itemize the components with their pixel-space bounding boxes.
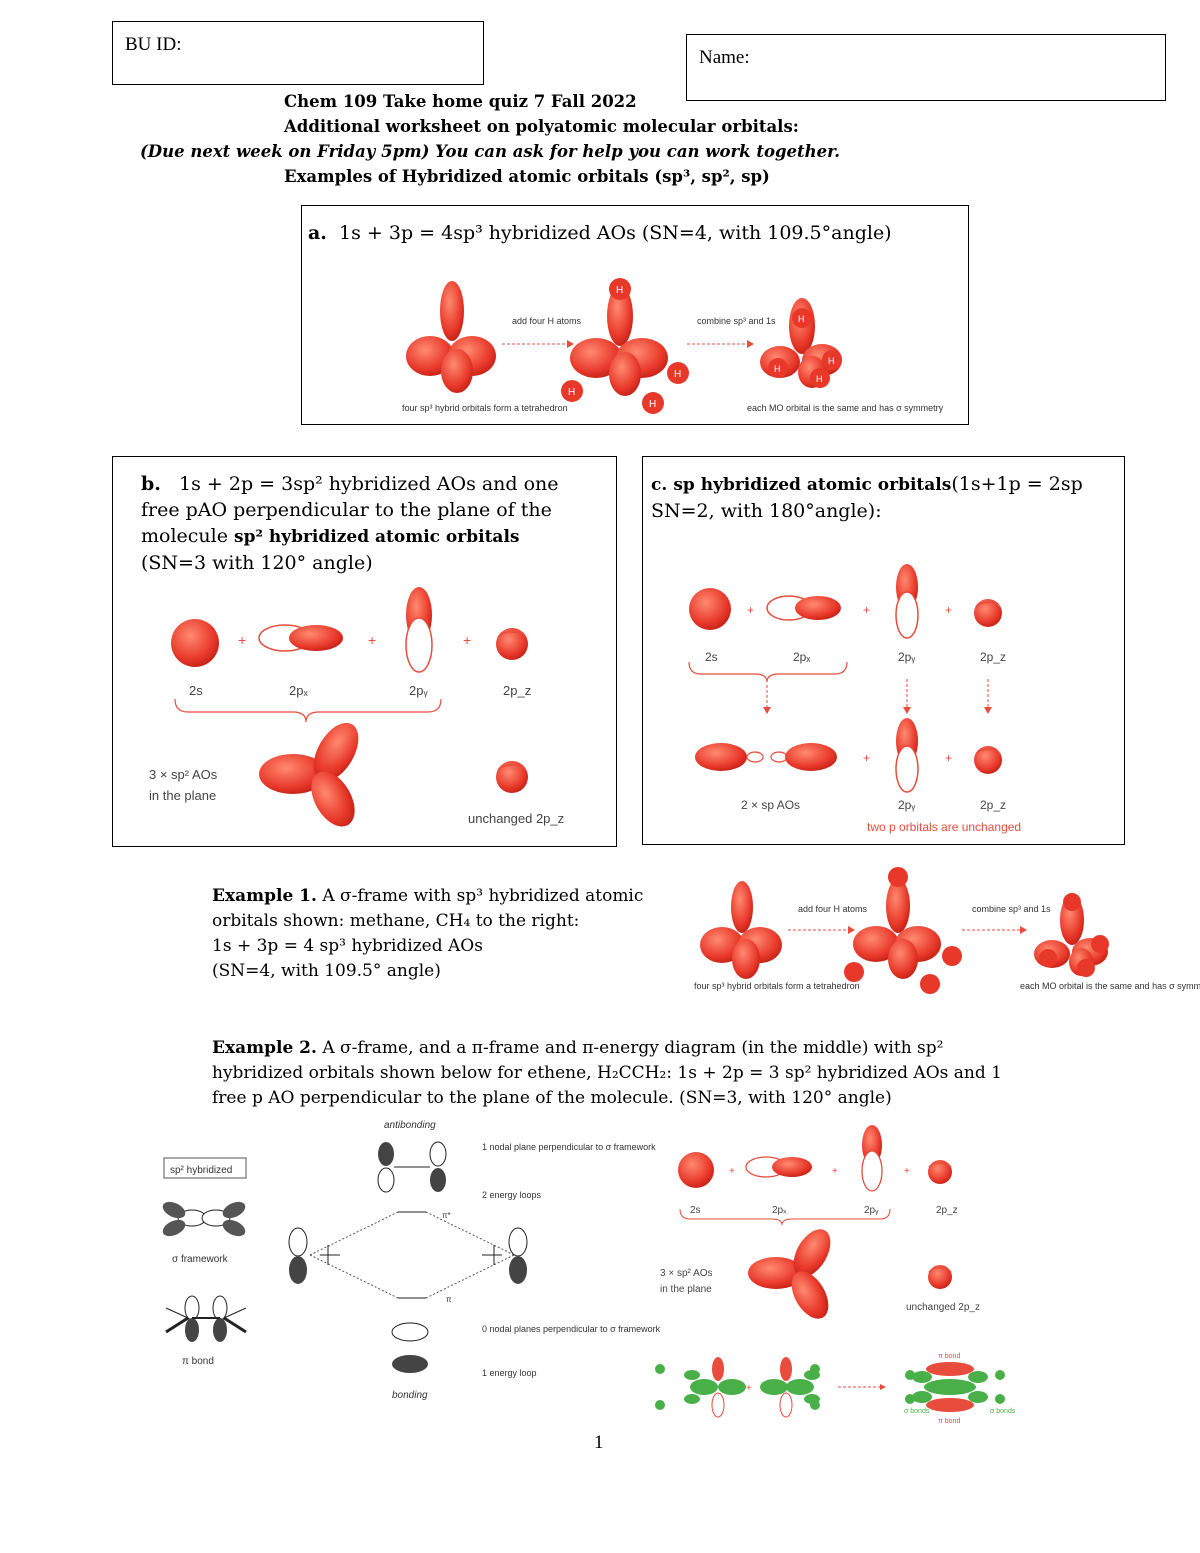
panel-a-caption-text: 1s + 3p = 4sp³ hybridized AOs (SN=4, wit…: [339, 222, 892, 244]
svg-text:0 nodal planes perpendicular t: 0 nodal planes perpendicular to σ framew…: [482, 1324, 661, 1334]
svg-text:+: +: [747, 603, 754, 617]
svg-text:unchanged 2p_z: unchanged 2p_z: [468, 811, 564, 826]
svg-text:+: +: [729, 1166, 735, 1177]
due-note-text: (Due next week on Friday 5pm) You can as…: [140, 142, 841, 161]
svg-text:σ framework: σ framework: [172, 1254, 229, 1265]
example1-text: Example 1. A σ-frame with sp³ hybridized…: [212, 886, 644, 981]
svg-text:+: +: [904, 1166, 910, 1177]
svg-text:H: H: [568, 387, 575, 398]
svg-text:+: +: [945, 603, 952, 617]
panel-a: a. 1s + 3p = 4sp³ hybridized AOs (SN=4, …: [301, 205, 969, 425]
page-number: 1: [594, 1432, 604, 1453]
panel-a-letter: a.: [308, 222, 327, 244]
svg-text:2s: 2s: [705, 650, 718, 664]
quiz-title: Chem 109 Take home quiz 7 Fall 2022: [284, 92, 637, 111]
svg-text:2pₓ: 2pₓ: [772, 1205, 787, 1216]
sigma-framework: [162, 1201, 246, 1237]
panel-a-arrow1: add four H atoms: [512, 316, 582, 326]
sp2-hybridized-box: sp² hybridized: [170, 1165, 232, 1176]
svg-text:+: +: [863, 751, 870, 765]
svg-text:H: H: [616, 285, 623, 296]
svg-text:π bond: π bond: [182, 1356, 214, 1367]
svg-text:2pᵧ: 2pᵧ: [898, 650, 915, 664]
svg-text:2p_z: 2p_z: [503, 683, 531, 698]
svg-text:+: +: [238, 632, 246, 648]
panel-a-diagram: four sp³ hybrid orbitals form a tetrahed…: [402, 278, 944, 414]
example2-text: Example 2. A σ-frame, and a π-frame and …: [212, 1038, 1002, 1108]
svg-text:2pₓ: 2pₓ: [793, 650, 810, 664]
svg-text:2pₓ: 2pₓ: [289, 683, 308, 698]
svg-text:+: +: [463, 632, 471, 648]
svg-text:2pᵧ: 2pᵧ: [409, 683, 428, 698]
svg-text:2s: 2s: [189, 683, 203, 698]
svg-text:H: H: [649, 399, 656, 410]
svg-text:combine sp³ and 1s: combine sp³ and 1s: [972, 904, 1051, 914]
svg-text:H: H: [798, 314, 805, 324]
svg-text:3 × sp² AOs: 3 × sp² AOs: [660, 1268, 713, 1279]
svg-text:π: π: [446, 1295, 452, 1304]
svg-text:2p_z: 2p_z: [936, 1205, 958, 1216]
svg-text:1 nodal plane perpendicular to: 1 nodal plane perpendicular to σ framewo…: [482, 1142, 656, 1152]
svg-text:H: H: [816, 374, 823, 384]
svg-text:σ bonds: σ bonds: [990, 1408, 1016, 1415]
svg-text:π*: π*: [442, 1211, 451, 1220]
panel-a-arrow2: combine sp³ and 1s: [697, 316, 776, 326]
ethene-sp2-diagram: + + + 2s 2pₓ 2pᵧ 2p_z 3 × sp² AOs in the…: [655, 1125, 1016, 1425]
methane-mo-right: H H H H: [760, 298, 842, 388]
svg-text:2pᵧ: 2pᵧ: [864, 1205, 879, 1216]
panel-a-caption: a. 1s + 3p = 4sp³ hybridized AOs (SN=4, …: [308, 220, 892, 246]
svg-text:four sp³ hybrid orbitals form: four sp³ hybrid orbitals form a tetrahed…: [694, 981, 860, 991]
svg-text:two p orbitals are unchanged: two p orbitals are unchanged: [867, 820, 1021, 834]
svg-text:2p_z: 2p_z: [980, 650, 1006, 664]
svg-text:2pᵧ: 2pᵧ: [898, 798, 915, 812]
due-note: (Due next week on Friday 5pm) You can as…: [140, 142, 840, 161]
panel-c-diagram: + + + 2s 2pₓ 2pᵧ 2p_z + + 2 × sp AOs 2pᵧ…: [688, 564, 1021, 834]
svg-text:π bond: π bond: [938, 1353, 960, 1360]
svg-text:H: H: [674, 369, 681, 380]
svg-text:2 × sp AOs: 2 × sp AOs: [741, 798, 800, 812]
panel-a-right-note: each MO orbital is the same and has σ sy…: [747, 403, 944, 413]
panel-c-caption: c. sp hybridized atomic orbitals(1s+1p =…: [651, 473, 1083, 522]
bu-id-field[interactable]: BU ID:: [112, 21, 484, 85]
svg-text:1 energy loop: 1 energy loop: [482, 1368, 537, 1378]
svg-text:antibonding: antibonding: [384, 1120, 436, 1131]
svg-text:H: H: [774, 364, 781, 374]
svg-text:σ bonds: σ bonds: [904, 1408, 930, 1415]
sp2-trigonal: [259, 722, 359, 827]
svg-text:2s: 2s: [690, 1205, 701, 1216]
svg-text:π bond: π bond: [938, 1418, 960, 1425]
svg-text:unchanged 2p_z: unchanged 2p_z: [906, 1302, 980, 1313]
svg-text:+: +: [368, 632, 376, 648]
examples-heading: Examples of Hybridized atomic orbitals (…: [284, 167, 770, 186]
pi-bond-sketch: [165, 1295, 247, 1342]
name-label: Name:: [699, 47, 750, 68]
panel-b: b. 1s + 2p = 3sp² hybridized AOs and one…: [112, 456, 617, 847]
svg-text:+: +: [945, 751, 952, 765]
svg-text:+: +: [746, 1383, 752, 1394]
svg-text:+: +: [863, 603, 870, 617]
svg-text:3 × sp² AOs: 3 × sp² AOs: [149, 767, 218, 782]
sp3-tetrahedron-left: [406, 281, 496, 393]
panel-a-left-note: four sp³ hybrid orbitals form a tetrahed…: [402, 403, 568, 413]
svg-text:bonding: bonding: [392, 1390, 428, 1401]
ethene-pi-diagram: sp² hybridized σ framework π bond antibo…: [162, 1120, 661, 1401]
svg-text:each MO orbital is the same an: each MO orbital is the same and has σ sy…: [1020, 981, 1200, 991]
svg-text:2 energy loops: 2 energy loops: [482, 1190, 542, 1200]
sp3-with-h-middle: H H H H: [561, 278, 689, 414]
svg-text:add four H atoms: add four H atoms: [798, 904, 868, 914]
name-field[interactable]: Name:: [686, 34, 1166, 101]
bu-id-label: BU ID:: [125, 34, 182, 55]
svg-text:+: +: [832, 1166, 838, 1177]
quiz-subtitle: Additional worksheet on polyatomic molec…: [284, 117, 799, 136]
panel-b-caption: b. 1s + 2p = 3sp² hybridized AOs and one…: [141, 473, 559, 574]
panel-c: c. sp hybridized atomic orbitals(1s+1p =…: [642, 456, 1125, 845]
panel-b-diagram: + + + 2s 2pₓ 2pᵧ 2p_z 3 × sp² AOs in the…: [149, 587, 564, 827]
example1-diagram: four sp³ hybrid orbitals form a tetrahed…: [694, 867, 1200, 994]
svg-text:2p_z: 2p_z: [980, 798, 1006, 812]
svg-text:H: H: [828, 356, 835, 366]
svg-text:in the plane: in the plane: [149, 788, 216, 803]
svg-text:in the plane: in the plane: [660, 1284, 712, 1295]
